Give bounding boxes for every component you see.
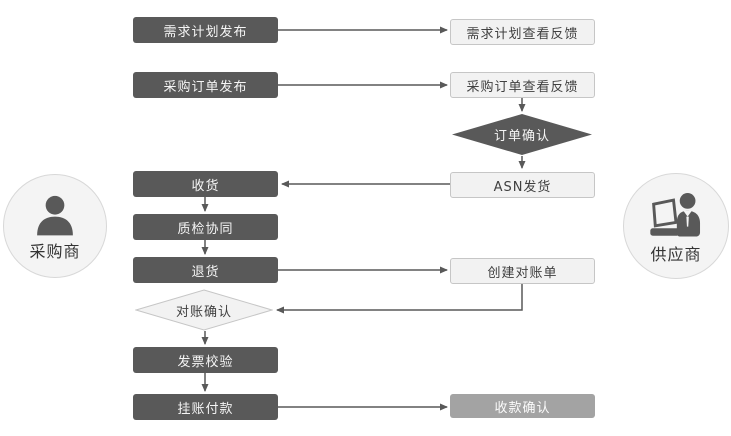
actor-buyer: 采购商	[3, 174, 107, 278]
node-quality-check: 质检协同	[133, 214, 278, 240]
node-demand-plan-publish: 需求计划发布	[133, 17, 278, 43]
node-return-goods: 退货	[133, 257, 278, 283]
node-label: ASN发货	[493, 179, 552, 195]
node-reconcile-confirm-decision: 对账确认	[135, 289, 273, 331]
node-label: 需求计划发布	[163, 24, 248, 40]
node-receive: 收货	[133, 171, 278, 197]
node-demand-plan-view: 需求计划查看反馈	[450, 19, 595, 45]
node-label: 采购订单发布	[163, 79, 248, 95]
node-label: 收货	[191, 178, 220, 194]
node-label: 创建对账单	[487, 265, 558, 281]
person-laptop-icon	[647, 190, 705, 240]
node-label: 订单确认	[493, 129, 550, 144]
node-invoice-verify: 发票校验	[133, 347, 278, 373]
person-icon	[29, 193, 81, 237]
node-po-publish: 采购订单发布	[133, 72, 278, 98]
node-asn-ship: ASN发货	[450, 172, 595, 198]
node-order-confirm-decision: 订单确认	[452, 114, 592, 155]
node-pending-payment: 挂账付款	[133, 394, 278, 420]
node-label: 退货	[191, 264, 220, 280]
node-label: 采购订单查看反馈	[466, 79, 579, 95]
node-label: 发票校验	[177, 354, 234, 370]
node-po-view: 采购订单查看反馈	[450, 72, 595, 98]
actor-supplier-label: 供应商	[650, 244, 702, 264]
node-label: 质检协同	[177, 221, 234, 237]
node-label: 收款确认	[494, 400, 551, 416]
actor-supplier: 供应商	[623, 173, 729, 279]
node-label: 挂账付款	[177, 401, 234, 417]
node-create-statement: 创建对账单	[450, 258, 595, 284]
connector-statement-to-reconcile	[276, 284, 523, 314]
node-label: 对账确认	[175, 304, 232, 320]
actor-buyer-label: 采购商	[29, 241, 81, 261]
node-receipt-confirm: 收款确认	[450, 394, 595, 418]
node-label: 需求计划查看反馈	[466, 26, 579, 42]
